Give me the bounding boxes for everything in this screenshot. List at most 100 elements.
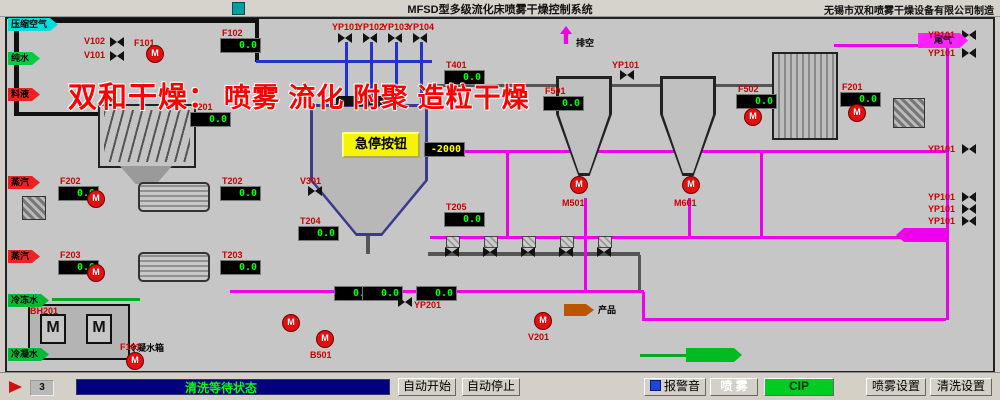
emergency-stop-button[interactable]: 急停按钮: [342, 132, 420, 158]
valve-icon[interactable]: [962, 30, 976, 40]
button-label: 清洗设置: [936, 379, 985, 393]
inlet-arrow: 压缩空气: [8, 18, 58, 31]
pipe: [370, 42, 373, 108]
valve-icon[interactable]: [521, 247, 535, 257]
button-清洗设置[interactable]: 清洗设置: [930, 378, 992, 396]
pipe: [420, 42, 423, 108]
inlet-arrow: 纯水: [8, 52, 40, 65]
page-title: MFSD型多级流化床喷雾干燥控制系统: [407, 4, 593, 16]
button-喷雾设置[interactable]: 喷雾设置: [866, 378, 926, 396]
pump-icon[interactable]: M: [682, 176, 700, 194]
pump-icon[interactable]: M: [126, 352, 144, 370]
numeric-display: 0.0: [444, 212, 485, 227]
pump-icon[interactable]: M: [744, 108, 762, 126]
flow-arrow: [564, 304, 594, 316]
numeric-display: 0.0: [220, 260, 261, 275]
valve-icon[interactable]: [597, 247, 611, 257]
pump-icon[interactable]: M: [87, 264, 105, 282]
valve-icon[interactable]: [962, 48, 976, 58]
valve-icon[interactable]: [338, 33, 352, 43]
valve-icon[interactable]: [398, 297, 412, 307]
valve-icon[interactable]: [388, 33, 402, 43]
pump-icon[interactable]: M: [848, 104, 866, 122]
button-报警音[interactable]: 报警音: [644, 378, 706, 396]
button-CIP[interactable]: CIP: [764, 378, 834, 396]
inlet-arrow: 蒸汽: [8, 176, 40, 189]
inlet-arrow: 冷凝水: [8, 348, 49, 361]
tag-label: V101: [84, 50, 106, 60]
valve-icon[interactable]: [413, 33, 427, 43]
numeric-display: 0.0: [220, 186, 261, 201]
valve-icon[interactable]: [110, 37, 124, 47]
pump-icon[interactable]: M: [146, 45, 164, 63]
pipe: [612, 84, 662, 87]
numeric-display: 0.0: [220, 38, 261, 53]
pipe: [14, 112, 102, 116]
valve-icon[interactable]: [445, 247, 459, 257]
pump-icon[interactable]: M: [316, 330, 334, 348]
company-label: 无锡市双和喷雾干燥设备有限公司制造: [824, 6, 994, 17]
numeric-display: 0.0: [190, 112, 231, 127]
flow-arrow: [896, 228, 948, 242]
tag-label: YP101: [928, 192, 956, 202]
pipe: [506, 152, 509, 238]
valve-icon[interactable]: [962, 192, 976, 202]
tag-label: YP201: [414, 300, 442, 310]
condenser: [772, 52, 838, 140]
pump-icon[interactable]: M: [534, 312, 552, 330]
button-自动开始[interactable]: 自动开始: [398, 378, 456, 396]
pipe: [834, 44, 920, 47]
numeric-display: 0.0: [362, 286, 403, 301]
tag-label: T203: [222, 250, 243, 260]
bag-filter: [98, 104, 196, 168]
valve-icon[interactable]: [110, 51, 124, 61]
valve-icon[interactable]: [363, 33, 377, 43]
valve-icon[interactable]: [962, 204, 976, 214]
tag-label: YP101: [612, 60, 640, 70]
title-bar: MFSD型多级流化床喷雾干燥控制系统 无锡市双和喷雾干燥设备有限公司制造: [0, 0, 1000, 17]
tag-label: YP103: [382, 22, 410, 32]
valve-icon[interactable]: [559, 247, 573, 257]
counter-box: 3: [30, 380, 54, 396]
tag-label: F203: [60, 250, 81, 260]
numeric-display: 0.0: [444, 70, 485, 85]
pipe: [395, 42, 398, 108]
tank-label: 冷凝水箱: [128, 343, 165, 353]
valve-icon[interactable]: [962, 144, 976, 154]
pump-icon[interactable]: M: [282, 314, 300, 332]
valve-icon[interactable]: [483, 247, 497, 257]
tag-label: YP101: [928, 216, 956, 226]
pipe: [714, 84, 774, 87]
bag-filter-hopper: [120, 166, 172, 184]
tag-label: T401: [446, 60, 467, 70]
tag-label: V301: [300, 176, 322, 186]
valve-icon[interactable]: [620, 70, 634, 80]
tag-label: V102: [84, 36, 106, 46]
pipe: [14, 18, 19, 116]
pump-icon[interactable]: M: [87, 190, 105, 208]
diagram-label: 排空: [576, 38, 595, 48]
tag-label: YP104: [407, 22, 435, 32]
valve-icon[interactable]: [962, 216, 976, 226]
valve-icon[interactable]: [308, 186, 322, 196]
numeric-display: -2000: [424, 142, 465, 157]
button-label: 喷 雾: [720, 379, 748, 393]
button-喷 雾[interactable]: 喷 雾: [710, 378, 758, 396]
button-自动停止[interactable]: 自动停止: [462, 378, 520, 396]
tag-label: F502: [738, 84, 759, 94]
pipe: [584, 198, 587, 292]
tower-lid: [336, 96, 402, 106]
app-icon: [232, 2, 245, 15]
tag-label: YP102: [357, 22, 385, 32]
tag-label: T201: [192, 102, 213, 112]
watermark: 双和干燥：喷雾 流化 附聚 造粒干燥: [67, 74, 530, 116]
tag-label: F201: [842, 82, 863, 92]
pipe: [642, 292, 645, 320]
numeric-display: 0.0: [416, 286, 457, 301]
hatched-unit: [22, 196, 46, 220]
pipe: [688, 198, 691, 238]
pump-icon[interactable]: M: [570, 176, 588, 194]
heat-exchanger-2: [138, 252, 210, 282]
numeric-display: 0.0: [298, 226, 339, 241]
